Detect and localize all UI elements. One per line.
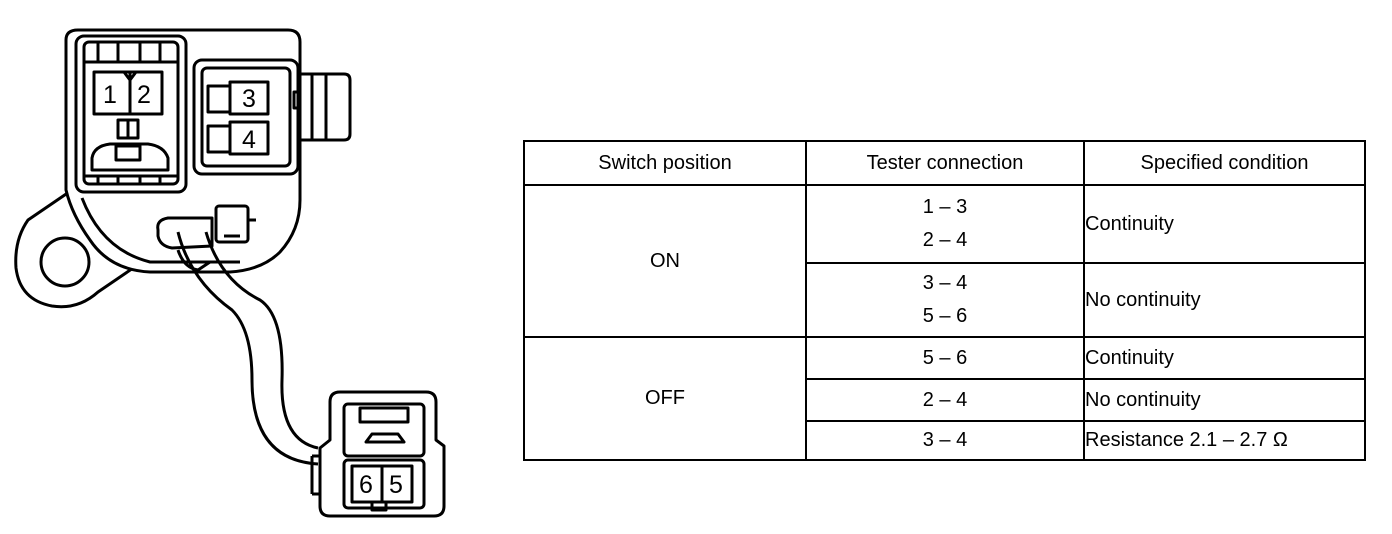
stub-connector	[214, 204, 250, 244]
connector-latch-top	[84, 42, 178, 64]
pin-divider-notch	[122, 71, 138, 82]
pin-box-4	[228, 120, 270, 156]
pin-label-6: 6	[359, 471, 373, 499]
continuity-spec-table: Switch position Tester connection Specif…	[523, 140, 1366, 461]
connection-line: 3 – 4	[922, 429, 968, 451]
connection-line: 3 – 4	[922, 272, 968, 294]
pin-box-5	[380, 464, 414, 504]
connection-line: 2 – 4	[922, 388, 968, 411]
left-connector-inner	[82, 40, 180, 186]
pin-box-3	[228, 80, 270, 116]
key-center	[114, 144, 142, 162]
lower-connector-inner	[342, 402, 426, 458]
lower-latch-slot	[358, 406, 410, 424]
table-header-row: Switch position Tester connection Specif…	[523, 140, 1366, 186]
connection-cell: 2 – 4	[805, 378, 1085, 422]
connection-cell: 1 – 3 2 – 4	[805, 184, 1085, 264]
pin-label-3: 3	[242, 85, 256, 113]
table-row: 3 – 4 Resistance 2.1 – 2.7 Ω	[524, 420, 1366, 461]
lower-latch-detail	[364, 432, 406, 444]
header-switch-position: Switch position	[523, 140, 807, 186]
connection-line: 2 – 4	[922, 229, 968, 251]
position-off: OFF	[523, 336, 807, 461]
connector-bottom-ribs	[84, 174, 178, 184]
table-row: 2 – 4 No continuity	[524, 378, 1366, 422]
lower-bottom-tab	[370, 500, 388, 512]
connector-key	[90, 142, 170, 172]
table-row: 3 – 4 5 – 6 No continuity	[524, 262, 1366, 338]
left-connector-housing	[74, 34, 188, 194]
table-row: ON 1 – 3 2 – 4 Continuity	[523, 184, 1366, 338]
condition-cell: No continuity	[1083, 378, 1366, 422]
bolt-hole	[39, 236, 91, 288]
wire-harness-outer	[176, 231, 319, 466]
pin-label-4: 4	[242, 126, 256, 154]
switch-body	[64, 28, 302, 274]
wire-harness-inner	[204, 231, 319, 450]
connection-line: 1 – 3	[922, 196, 968, 218]
connection-line: 5 – 6	[922, 305, 968, 327]
stub-connector-detail	[224, 218, 256, 238]
lower-connector-shoulder	[310, 454, 320, 496]
header-tester-connection: Tester connection	[805, 140, 1085, 186]
pin-label-2: 2	[137, 81, 151, 109]
header-specified-condition: Specified condition	[1083, 140, 1366, 186]
grommet-lip	[176, 249, 211, 272]
switch-connector-diagram: 1 2 3 4 6 5	[14, 28, 446, 518]
table-row: OFF 5 – 6 Continuity	[523, 336, 1366, 461]
condition-cell: No continuity	[1083, 262, 1366, 338]
connection-cell: 3 – 4 5 – 6	[805, 262, 1085, 338]
side-plug-ribs	[310, 74, 328, 140]
connection-cell: 3 – 4	[805, 420, 1085, 461]
body-lower-curve	[80, 197, 240, 264]
wire-grommet	[156, 216, 214, 250]
right-connector-housing	[192, 58, 300, 176]
pin-label-5: 5	[389, 471, 403, 499]
position-on: ON	[523, 184, 807, 338]
pin-label-1: 1	[103, 81, 117, 109]
lower-pin-frame	[342, 458, 426, 510]
condition-cell: Resistance 2.1 – 2.7 Ω	[1083, 420, 1366, 461]
condition-cell: Continuity	[1083, 336, 1366, 380]
connection-line: 5 – 6	[922, 346, 968, 369]
connection-cell: 5 – 6	[805, 336, 1085, 380]
right-connector-inner	[200, 66, 292, 168]
condition-cell: Continuity	[1083, 184, 1366, 264]
pin-box-2	[128, 70, 164, 116]
